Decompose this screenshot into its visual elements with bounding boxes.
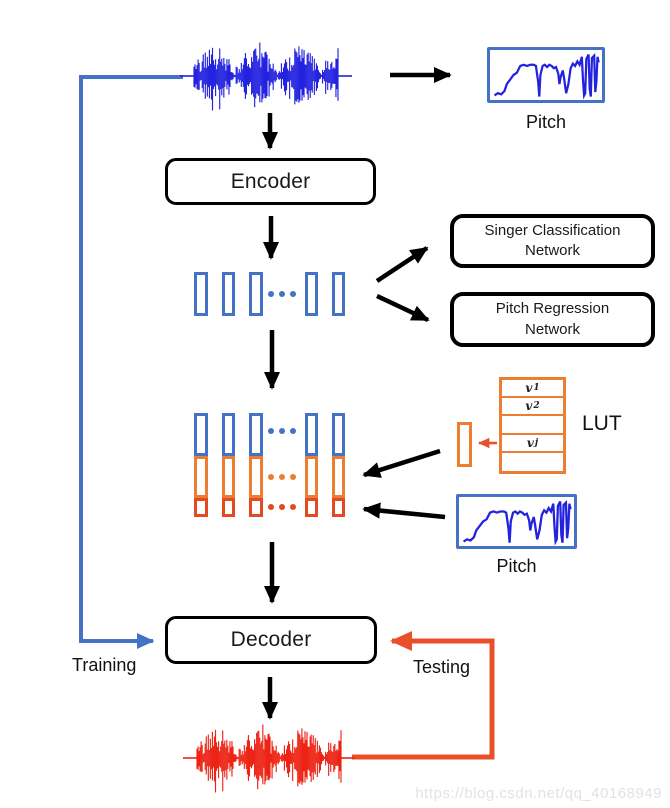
- arrow-latent-to-singer-net: [375, 246, 429, 283]
- embedding-cell-red: [304, 498, 318, 517]
- embedding-cell-blue: [331, 413, 345, 456]
- embedding-cell-blue: [331, 272, 345, 316]
- embedding-cell-red: [221, 498, 235, 517]
- singer-classification-box: Singer Classification Network: [450, 214, 655, 268]
- output-waveform: [183, 724, 355, 793]
- arrow-latent-to-pitch-net: [376, 293, 430, 323]
- decoder-box: Decoder: [165, 616, 377, 664]
- pitch-net-line1: Pitch Regression: [495, 300, 610, 318]
- embedding-cell-blue: [249, 413, 263, 456]
- pitch-curve-top: [493, 53, 600, 100]
- singer-net-line1: Singer Classification: [484, 221, 621, 239]
- embedding-cell-orange: [194, 456, 208, 498]
- embedding-cell-blue: [221, 413, 235, 456]
- embedding-cell-red: [331, 498, 345, 517]
- lut-label: LUT: [582, 412, 622, 435]
- arrow-pitch-to-stacked: [362, 502, 446, 520]
- testing-label: Testing: [413, 657, 471, 677]
- watermark: https://blog.csdn.net/qq_40168949: [415, 785, 662, 802]
- embedding-cell-red: [249, 498, 263, 517]
- embedding-cell-orange: [249, 456, 263, 498]
- encoder-label: Encoder: [230, 169, 311, 193]
- pitch-regression-box: Pitch Regression Network: [450, 292, 655, 347]
- ellipsis-dots: [268, 291, 296, 297]
- pitch-net-line2: Network: [524, 320, 580, 338]
- ellipsis-dots: [268, 428, 296, 434]
- embedding-cell-blue: [304, 272, 318, 316]
- embedding-cell-blue: [194, 272, 208, 316]
- pitch-box-top: [487, 47, 605, 103]
- ellipsis-dots: [268, 504, 296, 510]
- singer-net-line2: Network: [524, 242, 580, 259]
- embedding-cell-blue: [304, 413, 318, 456]
- pitch-curve-bottom: [462, 499, 572, 546]
- embedding-cell-blue: [221, 272, 235, 316]
- decoder-label: Decoder: [230, 628, 312, 651]
- encoder-box: Encoder: [165, 158, 376, 205]
- ellipsis-dots: [268, 474, 296, 480]
- training-label: Training: [72, 655, 137, 675]
- embedding-cell-orange: [304, 456, 318, 498]
- embedding-cell-blue: [249, 272, 263, 316]
- pitch-top-label: Pitch: [525, 112, 567, 132]
- lut-query-cell: [457, 422, 472, 467]
- lut-row: [502, 416, 563, 435]
- input-waveform: [180, 42, 352, 111]
- pitch-box-bottom: [456, 494, 577, 549]
- embedding-cell-blue: [194, 413, 208, 456]
- lut-row: [502, 453, 563, 471]
- embedding-cell-orange: [331, 456, 345, 498]
- embedding-cell-red: [194, 498, 208, 517]
- embedding-cell-orange: [221, 456, 235, 498]
- arrow-lut-to-stacked: [362, 448, 441, 478]
- pitch-bottom-label: Pitch: [496, 556, 537, 576]
